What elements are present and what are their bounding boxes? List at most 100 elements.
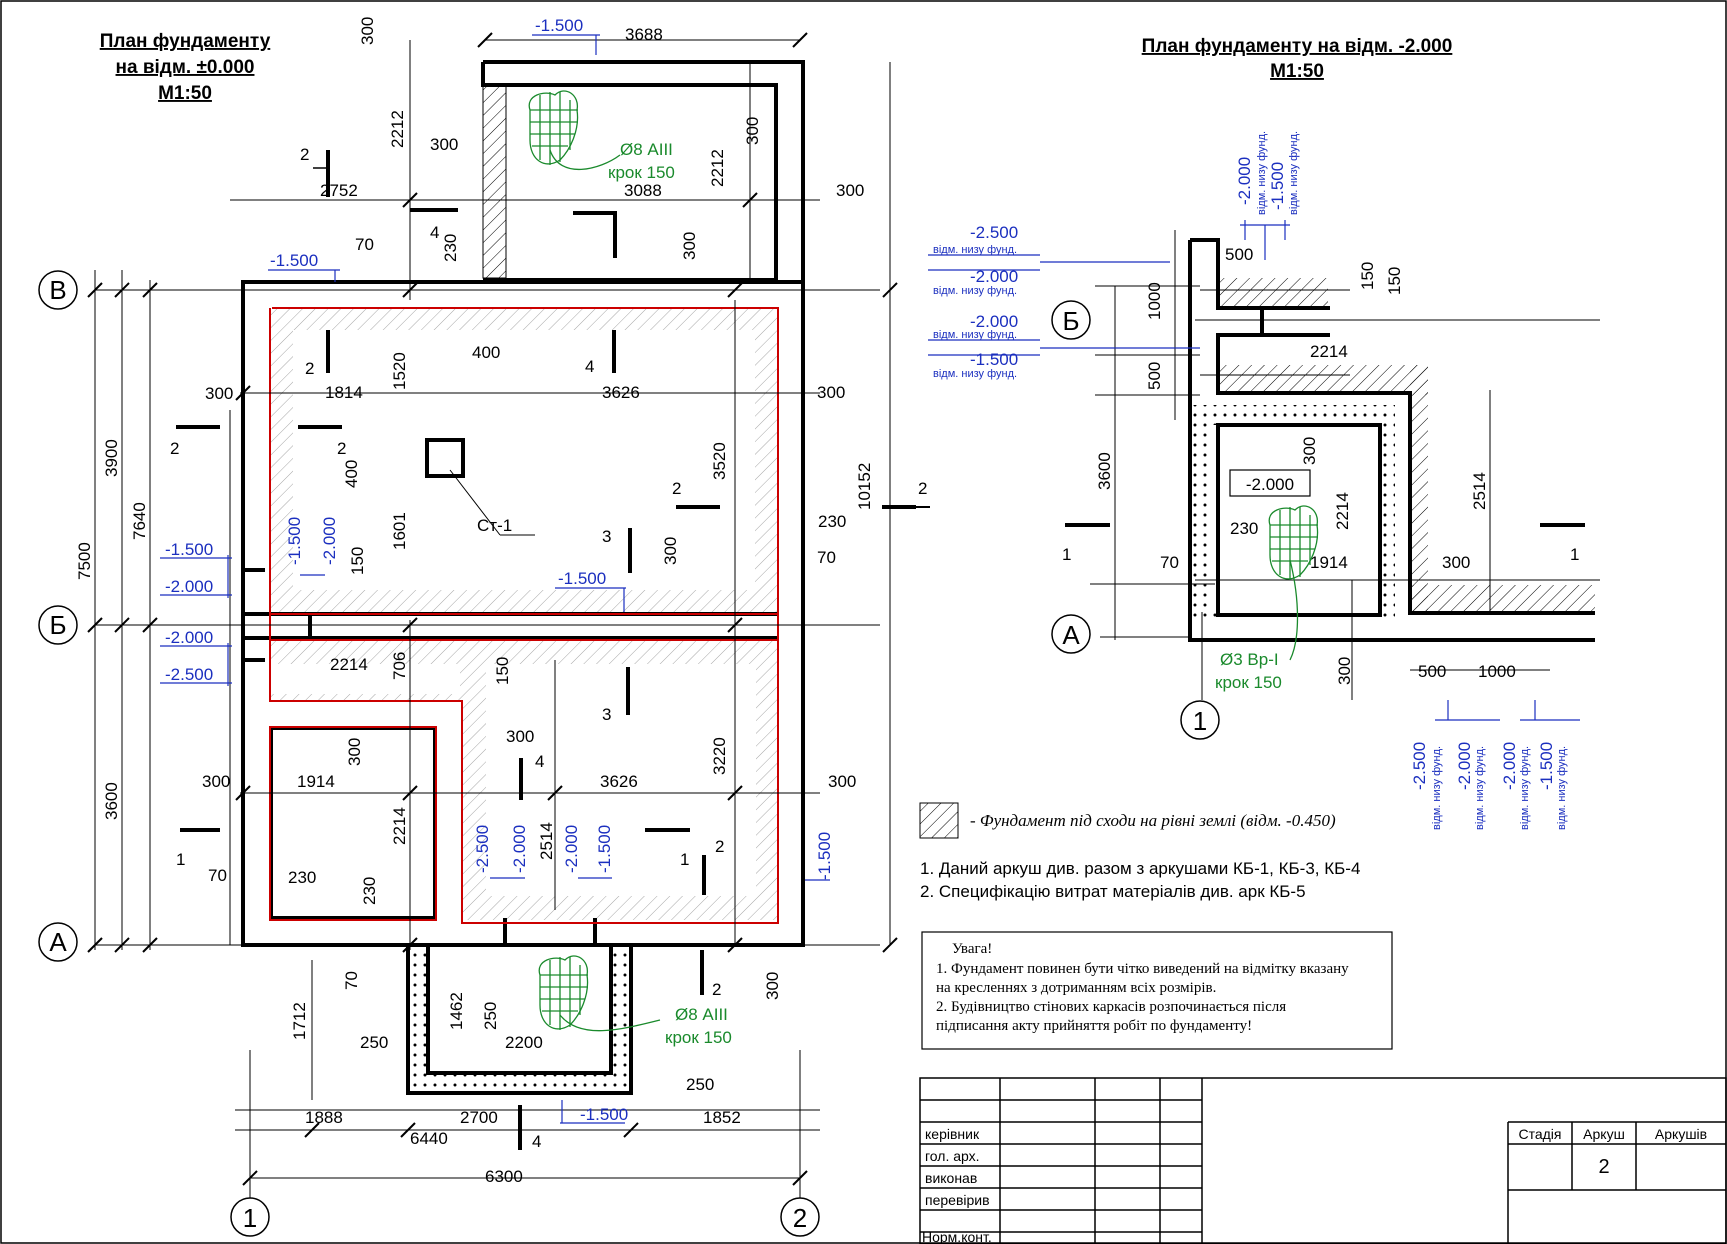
dimension-lines-left bbox=[94, 39, 891, 1205]
hatched-wall-top bbox=[482, 84, 507, 279]
r-dim-2214b: 2214 bbox=[1333, 492, 1352, 530]
level-12: -2.000 bbox=[562, 825, 581, 873]
r-sub-8: відм. низу фунд. bbox=[1474, 746, 1486, 830]
r-level-2000b: -2.000 bbox=[970, 312, 1018, 331]
stamp-sheets: Аркушів bbox=[1655, 1126, 1707, 1142]
right-hatch-mid bbox=[1218, 365, 1428, 395]
rebar-mesh-top bbox=[528, 90, 621, 171]
corner-mark bbox=[573, 211, 617, 258]
stamp-row-4: перевірив bbox=[925, 1192, 990, 1208]
warning-line-2: на кресленнях з дотриманням всіх розмірі… bbox=[936, 980, 1216, 996]
dim-2700: 2700 bbox=[460, 1108, 498, 1127]
dim-70d: 70 bbox=[342, 971, 361, 990]
r-dim-3600: 3600 bbox=[1095, 452, 1114, 490]
dim-300g: 300 bbox=[817, 383, 845, 402]
dim-70a: 70 bbox=[355, 235, 374, 254]
rebar-mesh-bottom bbox=[538, 955, 661, 1032]
warning-line-3: 2. Будівництво стінових каркасів розпочи… bbox=[936, 999, 1286, 1015]
level-10: -2.500 bbox=[473, 825, 492, 873]
level-6: -1.500 bbox=[558, 569, 606, 588]
warning-line-4: підписання акту прийняття робіт по фунда… bbox=[936, 1018, 1252, 1034]
stamp-row-5: Норм.конт. bbox=[922, 1229, 992, 1244]
dim-3626a: 3626 bbox=[602, 383, 640, 402]
title-block bbox=[919, 1077, 1727, 1244]
section-2b: 2 bbox=[305, 359, 314, 378]
warning-line-1: 1. Фундамент повинен бути чітко виведени… bbox=[936, 961, 1349, 977]
room-lower-inner bbox=[486, 664, 756, 896]
r-level-b2000b: -2.000 bbox=[1500, 742, 1519, 790]
right-axis-label-b: Б bbox=[1062, 306, 1079, 336]
left-plan-title-1: План фундаменту bbox=[100, 31, 271, 52]
level-5: -1.500 bbox=[285, 517, 304, 565]
dim-230b: 230 bbox=[818, 512, 846, 531]
dim-2212b: 2212 bbox=[708, 149, 727, 187]
rebar-right-dia: Ø3 Вр-І bbox=[1220, 650, 1279, 669]
r-sub-5: відм. низу фунд. bbox=[1256, 131, 1268, 215]
dim-250a: 250 bbox=[360, 1033, 388, 1052]
dim-3900: 3900 bbox=[102, 439, 121, 477]
section-numbers-left: 2 4 2 4 2 2 2 2 3 3 4 1 1 2 2 4 bbox=[170, 145, 927, 1151]
dim-706: 706 bbox=[390, 652, 409, 680]
axis-circle-v bbox=[38, 270, 78, 310]
rebar-top-step: крок 150 bbox=[608, 163, 675, 182]
r-level-b2000a: -2.000 bbox=[1455, 742, 1474, 790]
wall-top-annex-inner bbox=[481, 62, 778, 280]
dim-6440: 6440 bbox=[410, 1129, 448, 1148]
section-2g: 2 bbox=[715, 837, 724, 856]
section-2h: 2 bbox=[712, 980, 721, 999]
dim-1814: 1814 bbox=[325, 383, 363, 402]
stamp-stage: Стадія bbox=[1518, 1126, 1561, 1142]
r-dim-500a: 500 bbox=[1225, 245, 1253, 264]
dim-300k: 300 bbox=[202, 772, 230, 791]
right-axis-circle-b bbox=[1051, 300, 1091, 340]
dim-1914: 1914 bbox=[297, 772, 335, 791]
section-3a: 3 bbox=[602, 527, 611, 546]
dim-2214a: 2214 bbox=[330, 655, 368, 674]
level-7: -2.000 bbox=[320, 517, 339, 565]
dim-70b: 70 bbox=[817, 548, 836, 567]
dim-3600: 3600 bbox=[102, 782, 121, 820]
axis-circle-b bbox=[38, 605, 78, 645]
section-1b: 1 bbox=[680, 850, 689, 869]
title-block-texts: керівник гол. арх. виконав перевірив Нор… bbox=[922, 1126, 1707, 1244]
dim-250b: 250 bbox=[481, 1002, 500, 1030]
dim-300m: 300 bbox=[763, 972, 782, 1000]
dim-400a: 400 bbox=[472, 343, 500, 362]
right-level-lines bbox=[928, 220, 1580, 721]
axis-circle-1 bbox=[230, 1197, 270, 1237]
dim-300l: 300 bbox=[828, 772, 856, 791]
axis-label-a: А bbox=[49, 927, 67, 957]
r-sub-6: відм. низу фунд. bbox=[1288, 131, 1300, 215]
axis-circle-2 bbox=[780, 1197, 820, 1237]
r-level-1500: -1.500 bbox=[970, 350, 1018, 369]
right-walls bbox=[1188, 238, 1595, 642]
right-level-subs: відм. низу фунд. відм. низу фунд. відм. … bbox=[933, 131, 1568, 830]
dimension-ticks-left bbox=[87, 32, 898, 1186]
rebar-bottom-step: крок 150 bbox=[665, 1028, 732, 1047]
r-level-top-2000: -2.000 bbox=[1235, 157, 1254, 205]
column-leader bbox=[449, 469, 501, 536]
right-hatch-bottom bbox=[1410, 585, 1595, 613]
section-markers-left bbox=[176, 150, 930, 1150]
right-hatch-side bbox=[1410, 365, 1428, 615]
dim-1462: 1462 bbox=[447, 992, 466, 1030]
level-lines-left bbox=[160, 34, 830, 1124]
section-2f: 2 bbox=[918, 479, 927, 498]
right-plan-title-1: План фундаменту на відм. -2.000 bbox=[1142, 36, 1453, 57]
dim-300j: 300 bbox=[506, 727, 534, 746]
dim-2752: 2752 bbox=[320, 181, 358, 200]
dim-230c: 230 bbox=[288, 868, 316, 887]
dim-230d: 230 bbox=[360, 877, 379, 905]
rebar-top-dia: Ø8 АIII bbox=[620, 140, 673, 159]
level-11: -2.000 bbox=[510, 825, 529, 873]
dim-300h: 300 bbox=[661, 537, 680, 565]
section-2a: 2 bbox=[300, 145, 309, 164]
r-level-top-1500: -1.500 bbox=[1268, 162, 1287, 210]
dim-3220: 3220 bbox=[710, 737, 729, 775]
dim-3688: 3688 bbox=[625, 25, 663, 44]
column-st1 bbox=[425, 438, 465, 478]
left-plan-scale: М1:50 bbox=[158, 83, 212, 104]
level-15: -1.500 bbox=[580, 1105, 628, 1124]
left-plan: План фундаменту на відм. ±0.000 М1:50 bbox=[38, 16, 930, 1237]
